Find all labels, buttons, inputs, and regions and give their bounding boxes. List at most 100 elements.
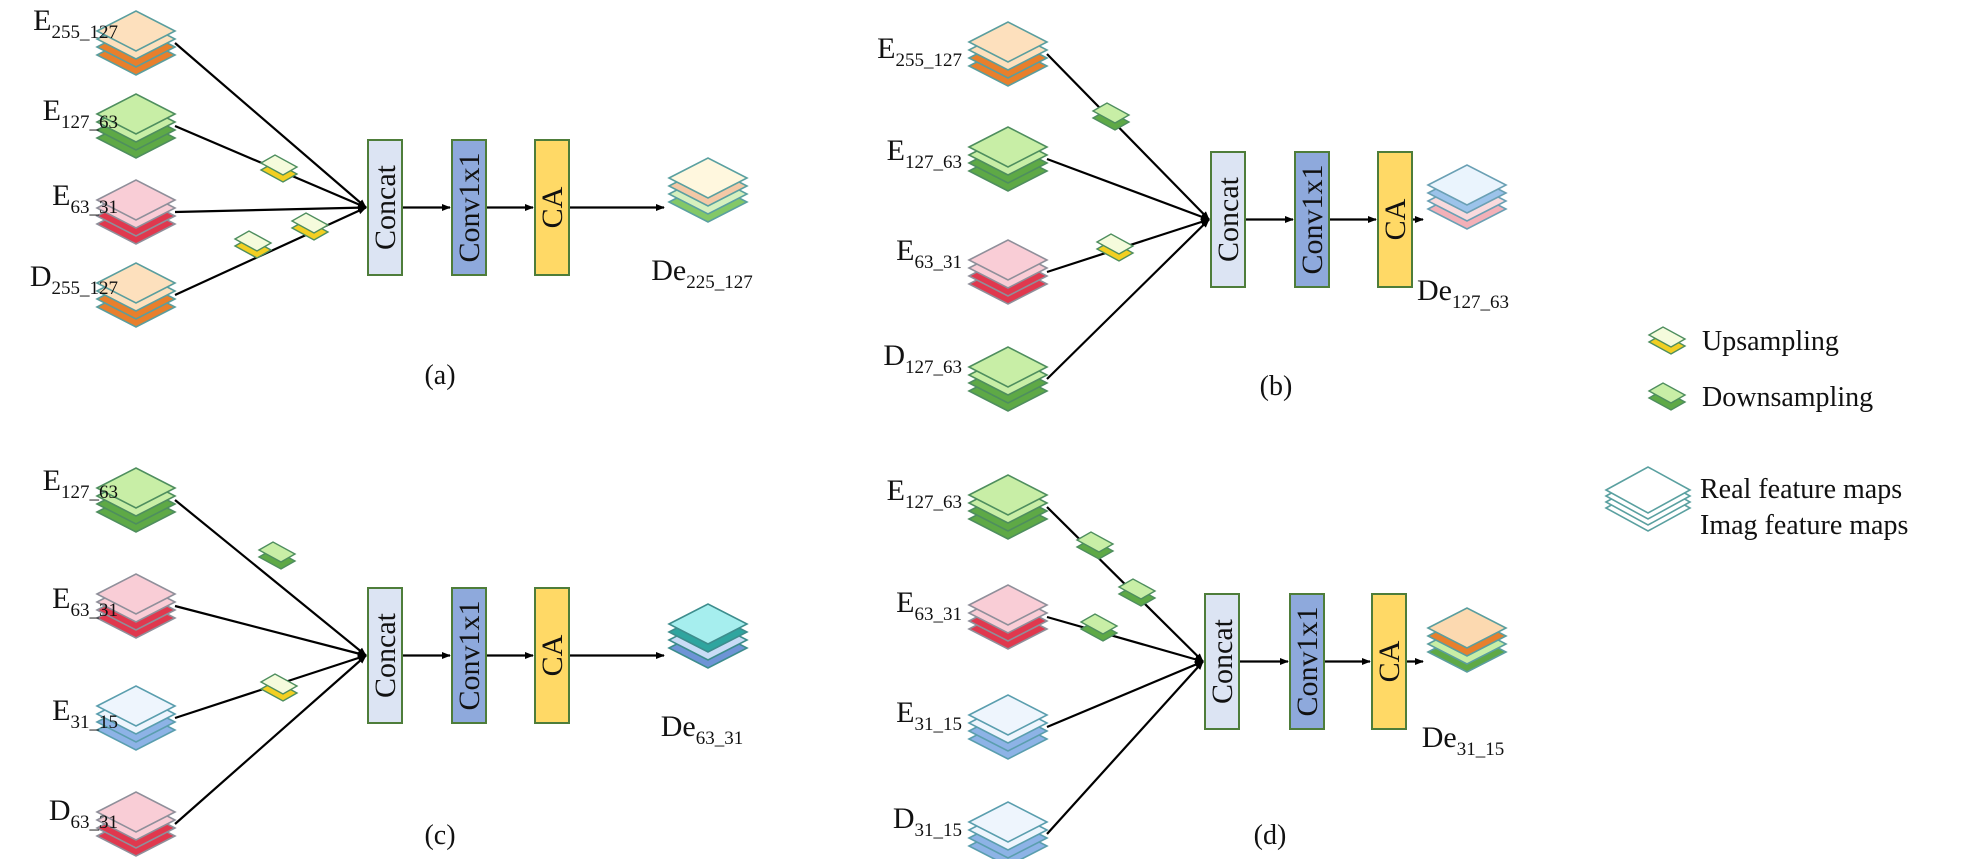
panel-a-input-4-label-subscript: 255_127 <box>52 278 119 299</box>
panel-d-caption: (d) <box>1254 820 1287 851</box>
legend-upsampling-icon-top <box>1647 326 1687 348</box>
panel-b-output-label-subscript: 127_63 <box>1452 292 1509 313</box>
panel-d-output-label-base: De <box>1422 721 1457 754</box>
legend-upsampling-label: Upsampling <box>1702 326 1839 357</box>
panel-b-concat-block-label: Concat <box>1212 176 1245 262</box>
legend-downsampling-icon <box>1647 382 1687 411</box>
panel-d-output-stack <box>1426 607 1508 673</box>
panel-b-ca-block: CA <box>1377 151 1413 288</box>
panel-b-upsample-icon-2-top <box>1095 233 1135 255</box>
panel-c-input-3-label-subscript: 31_15 <box>71 712 119 733</box>
panel-c-caption: (c) <box>424 820 455 851</box>
panel-b-edge-input-4 <box>1046 218 1210 380</box>
panel-a-upsample-icon-2 <box>233 230 273 259</box>
panel-a-concat-block-box <box>367 139 403 276</box>
panel-d-input-2-label: E63_31 <box>896 586 962 625</box>
panel-b-input-2-stack-layer <box>967 126 1049 168</box>
panel-b-output-label: De127_63 <box>1417 274 1509 313</box>
panel-b-input-2-label-base: E <box>887 134 905 167</box>
panel-b-input-3-label-base: E <box>896 234 914 267</box>
panel-c-output-stack-layer <box>667 603 749 645</box>
panel-a-edge-input-4 <box>174 206 367 297</box>
legend-downsampling-label: Downsampling <box>1702 382 1873 413</box>
panel-a-input-2-label: E127_63 <box>43 94 118 133</box>
panel-b-input-1-stack <box>967 21 1049 87</box>
panel-b-edge-input-2 <box>1046 157 1210 221</box>
panel-b-upsample-icon-2 <box>1095 233 1135 262</box>
panel-d-output-stack-layer <box>1426 607 1508 649</box>
panel-c-output-label-base: De <box>661 710 696 743</box>
panel-b-caption: (b) <box>1260 371 1293 402</box>
panel-b-ca-block-box <box>1377 151 1413 288</box>
panel-b-input-1-label: E255_127 <box>877 32 962 71</box>
panel-c-edge-input-4 <box>174 654 367 825</box>
panel-d-edge-input-3 <box>1046 660 1204 729</box>
panel-a-input-2-stack-layer <box>95 93 177 135</box>
panel-a-input-4-stack-layer <box>95 262 177 304</box>
panel-a-output-label: De225_127 <box>651 254 752 293</box>
panel-a-output-stack <box>667 157 749 223</box>
panel-a-input-3-label: E63_31 <box>52 179 118 218</box>
panel-a-ca-block-label: CA <box>536 186 569 228</box>
panel-a-conv1x1-block: Conv1x1 <box>451 139 487 276</box>
panel-b-input-1-label-base: E <box>877 32 895 65</box>
panel-a-input-3-stack-layer <box>95 179 177 221</box>
panel-d-input-1-label: E127_63 <box>887 474 962 513</box>
legend-imag-label: Imag feature maps <box>1700 510 1908 541</box>
panel-b-input-4-stack <box>967 346 1049 412</box>
panel-b-downsample-icon-1-top <box>1091 102 1131 124</box>
panel-d-downsample-icon-2-top <box>1117 578 1157 600</box>
legend <box>1604 326 1692 532</box>
panel-b-input-1-label-subscript: 255_127 <box>896 50 963 71</box>
panel-c-ca-block-box <box>534 587 570 724</box>
legend-downsampling-icon-top <box>1647 382 1687 404</box>
panel-a-edge-input-1 <box>174 42 367 209</box>
panel-a-upsample-icon-2-top <box>233 230 273 252</box>
panel-d-output-label: De31_15 <box>1422 721 1504 760</box>
panel-b-output-stack-layer <box>1426 164 1508 206</box>
panel-d-input-1-stack <box>967 474 1049 540</box>
panel-d-edge-input-2 <box>1046 615 1204 663</box>
panel-b-edge-input-1 <box>1046 53 1210 221</box>
panel-c-output-stack <box>667 603 749 669</box>
panel-a-edge-input-3 <box>174 204 367 214</box>
panel-a-input-3-stack <box>95 179 177 245</box>
panel-c-input-4-label-base: D <box>49 794 71 827</box>
panel-d-downsample-icon-2 <box>1117 578 1157 607</box>
panel-a-concat-block: Concat <box>367 139 403 276</box>
panel-a-upsample-icon-1-top <box>259 154 299 176</box>
panel-b-ca-block-label: CA <box>1379 198 1412 240</box>
panel-d-input-3-stack <box>967 694 1049 760</box>
panel-c-downsample-icon-1-top <box>257 541 297 563</box>
panel-b-downsample-icon-1 <box>1091 102 1131 131</box>
panel-c-input-3-label: E31_15 <box>52 694 118 733</box>
panel-a-concat-block-label: Concat <box>369 164 402 250</box>
legend-upsampling-icon <box>1647 326 1687 355</box>
panel-d-input-1-label-base: E <box>887 474 905 507</box>
panel-d-conv1x1-block-box <box>1289 593 1325 730</box>
panel-d-input-4-label-subscript: 31_15 <box>915 820 963 841</box>
panel-b-conv1x1-block-label: Conv1x1 <box>1296 164 1329 274</box>
panel-d-input-2-stack-layer <box>967 584 1049 626</box>
panel-b-conv1x1-block: Conv1x1 <box>1294 151 1330 288</box>
panel-b-input-1-stack-layer <box>967 21 1049 63</box>
panel-b-input-2-label: E127_63 <box>887 134 962 173</box>
panel-b-input-3-label-subscript: 63_31 <box>915 252 963 273</box>
panel-a-output-stack-layer <box>667 157 749 199</box>
panel-d-conv1x1-block: Conv1x1 <box>1289 593 1325 730</box>
panel-a-input-1-label: E255_127 <box>33 4 118 43</box>
panel-b-input-2-label-subscript: 127_63 <box>905 152 962 173</box>
panel-a-caption: (a) <box>424 360 455 391</box>
panel-c-input-3-stack-layer <box>95 685 177 727</box>
panel-c-input-3-stack <box>95 685 177 751</box>
panel-a-input-4-label-base: D <box>30 260 52 293</box>
panel-a-input-2-label-subscript: 127_63 <box>61 112 118 133</box>
panel-c-edge-input-1 <box>174 499 367 657</box>
panel-a-input-2-stack <box>95 93 177 159</box>
panel-c-input-2-label: E63_31 <box>52 582 118 621</box>
panel-d-input-1-label-subscript: 127_63 <box>905 492 962 513</box>
panel-d-concat-block-label: Concat <box>1206 618 1239 704</box>
panel-d-output-label-subscript: 31_15 <box>1457 739 1505 760</box>
panel-d-input-4-stack-layer <box>967 801 1049 843</box>
